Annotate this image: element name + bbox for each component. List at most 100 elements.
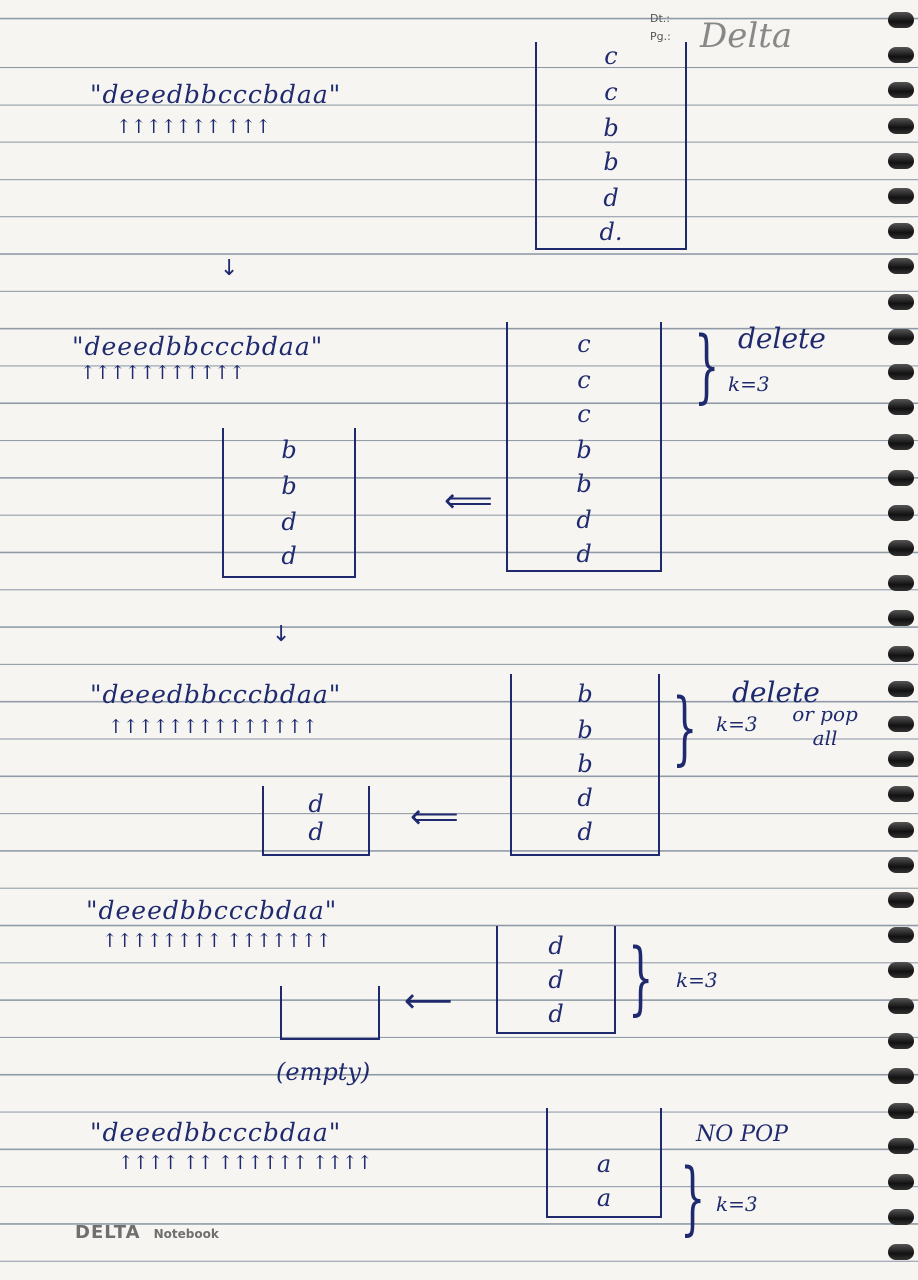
spiral-ring [888,716,914,732]
flow-down-arrow: ↓ [272,622,291,647]
flow-down-arrow: ↓ [220,256,239,281]
spiral-ring [888,962,914,979]
brace: } [628,931,654,1024]
spiral-ring [888,117,914,134]
left-arrow: ⟵ [404,981,453,1021]
spiral-ring [888,610,914,627]
stack-cell: b [281,472,297,500]
stack-cell: d [308,790,324,818]
stack-cell: b [603,148,619,176]
step3-stack: b b b d d [510,674,660,856]
stack-cell: d [281,508,297,536]
stack-cell: a [596,1184,612,1212]
step4-result-stack [280,986,380,1040]
step3-pointers: ↑↑↑↑↑↑↑↑↑↑↑↑↑↑ [108,716,318,738]
stack-cell: d [576,540,592,568]
stack-cell: d [577,784,593,812]
brand-product: Notebook [153,1227,219,1241]
stack-cell: d [281,542,297,570]
stack-cell: d [308,818,324,846]
step5-pointers: ↑↑↑↑ ↑↑ ↑↑↑↑↑↑ ↑↑↑↑ [118,1152,373,1174]
stack-cell: b [577,716,593,744]
step5-stack: a a [546,1108,662,1218]
step5-note-k: k=3 [716,1192,758,1216]
date-label: Dt.: [650,12,670,25]
stack-cell: d [576,506,592,534]
stack-cell: a [596,1150,612,1178]
stack-cell: d. [599,218,623,246]
spiral-ring [888,786,914,803]
spiral-ring [888,540,914,556]
spiral-ring [888,575,914,592]
spiral-ring [888,997,914,1014]
stack-cell: c [577,330,591,358]
step3-note-pop-all: or pop all [792,702,858,750]
spiral-ring [888,1244,914,1260]
step4-empty-caption: (empty) [276,1058,371,1086]
spiral-ring [888,364,914,380]
step1-pointers: ↑↑↑↑↑↑↑ ↑↑↑ [116,116,271,138]
spiral-ring [888,821,914,838]
stack-cell: c [604,42,618,70]
brand-logo: Delta [700,16,793,56]
step1-string: "deeedbbcccbdaa" [90,80,342,109]
spiral-ring [888,469,914,486]
brace: } [672,681,698,774]
page-label: Pg.: [650,30,671,43]
stack-cell: d [548,932,564,960]
spiral-ring [888,1208,914,1225]
step3-result-stack: d d [262,786,370,856]
step3-string: "deeedbbcccbdaa" [90,680,342,709]
step1-stack: c c b b d d. [535,42,687,250]
step4-note-k: k=3 [676,968,718,992]
stack-cell: b [577,750,593,778]
step2-pointers: ↑↑↑↑↑↑↑↑↑↑↑ [80,362,245,384]
step2-note-k: k=3 [728,372,770,396]
brace: } [680,1151,706,1244]
step5-string: "deeedbbcccbdaa" [90,1118,342,1147]
spiral-ring [888,152,914,169]
left-arrow: ⟸ [410,797,459,837]
spiral-ring [888,293,914,310]
step5-note-no-pop: NO POP [696,1122,788,1147]
step2-string: "deeedbbcccbdaa" [72,332,324,361]
spiral-ring [888,1103,914,1120]
brand-name: DELTA [75,1222,141,1243]
spiral-ring [888,223,914,240]
spiral-ring [888,1173,914,1190]
spiral-ring [888,1138,914,1155]
notebook-brand: DELTA Notebook [75,1222,219,1243]
step4-pointers: ↑↑↑↑↑↑↑↑ ↑↑↑↑↑↑↑ [102,930,332,952]
spiral-ring [888,892,914,908]
step2-result-stack: b b d d [222,428,356,578]
spiral-ring [888,856,914,873]
spiral-ring [888,47,914,64]
stack-cell: d [548,1000,564,1028]
spiral-ring [888,82,914,99]
left-arrow: ⟸ [444,481,493,521]
spiral-ring [888,1032,914,1049]
step2-stack: c c c b b d d [506,322,662,572]
spiral-ring [888,1068,914,1084]
stack-cell: b [576,436,592,464]
spiral-ring [888,927,914,944]
stack-cell: d [548,966,564,994]
step2-note-delete: delete [738,322,826,355]
step4-stack: d d d [496,926,616,1034]
stack-cell: b [577,680,593,708]
spiral-ring [888,12,914,28]
spiral-ring [888,645,914,662]
stack-cell: d [603,184,619,212]
spiral-ring [888,188,914,204]
spiral-ring [888,434,914,451]
spiral-ring [888,680,914,697]
stack-cell: c [577,400,591,428]
stack-cell: b [576,470,592,498]
spiral-ring [888,328,914,345]
spiral-binding [884,0,918,1280]
step3-note-delete: delete [732,676,820,709]
spiral-ring [888,504,914,521]
stack-cell: b [281,436,297,464]
date-page-label: Dt.: Pg.: [650,10,671,46]
